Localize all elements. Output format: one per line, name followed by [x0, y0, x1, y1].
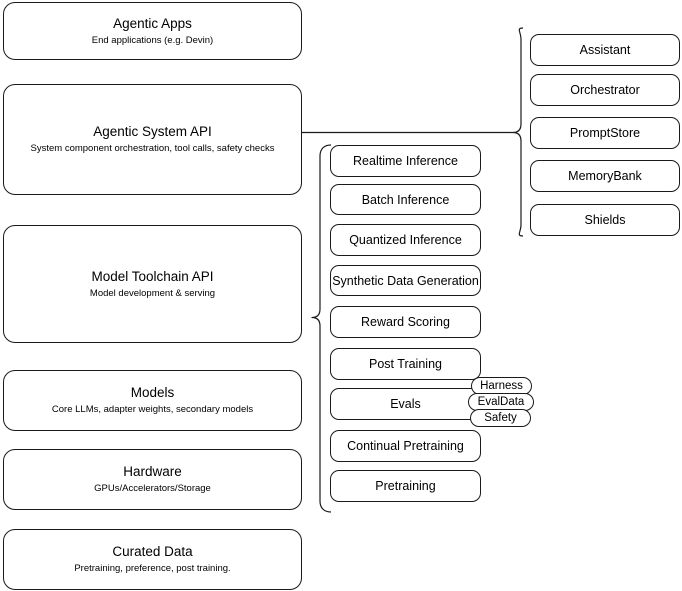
layer-subtitle: System component orchestration, tool cal…	[30, 143, 275, 154]
layer-box-agentic-apps[interactable]: Agentic Apps End applications (e.g. Devi…	[3, 2, 302, 60]
system-components-brace	[512, 27, 524, 237]
layer-title: Models	[130, 385, 175, 400]
layer-box-curated-data[interactable]: Curated Data Pretraining, preference, po…	[3, 529, 302, 590]
toolchain-pill-continual-pretraining[interactable]: Continual Pretraining	[330, 430, 481, 462]
evals-subpill-safety[interactable]: Safety	[470, 409, 531, 427]
layer-box-agentic-system-api[interactable]: Agentic System API System component orch…	[3, 84, 302, 195]
layer-subtitle: Pretraining, preference, post training.	[74, 563, 231, 574]
toolchain-pill-quantized-inference[interactable]: Quantized Inference	[330, 224, 481, 256]
layer-subtitle: End applications (e.g. Devin)	[91, 34, 214, 46]
layer-subtitle: GPUs/Accelerators/Storage	[94, 483, 211, 494]
layer-subtitle: Core LLMs, adapter weights, secondary mo…	[51, 404, 254, 415]
toolchain-pill-reward-scoring[interactable]: Reward Scoring	[330, 306, 481, 338]
layer-box-models[interactable]: Models Core LLMs, adapter weights, secon…	[3, 370, 302, 431]
layer-title: Agentic Apps	[113, 15, 192, 31]
toolchain-pill-post-training[interactable]: Post Training	[330, 348, 481, 380]
toolchain-pill-realtime-inference[interactable]: Realtime Inference	[330, 145, 481, 177]
layer-title: Curated Data	[112, 544, 193, 559]
system-pill-shields[interactable]: Shields	[530, 204, 680, 236]
layer-title: Agentic System API	[93, 124, 212, 139]
toolchain-pill-synthetic-data-generation[interactable]: Synthetic Data Generation	[330, 265, 481, 296]
system-pill-orchestrator[interactable]: Orchestrator	[530, 74, 680, 106]
toolchain-components-brace	[311, 144, 332, 513]
toolchain-pill-evals[interactable]: Evals	[330, 388, 481, 420]
layer-box-model-toolchain-api[interactable]: Model Toolchain API Model development & …	[3, 225, 302, 343]
system-pill-memorybank[interactable]: MemoryBank	[530, 160, 680, 192]
layer-subtitle: Model development & serving	[89, 287, 216, 299]
layer-title: Model Toolchain API	[91, 268, 214, 284]
system-pill-assistant[interactable]: Assistant	[530, 34, 680, 66]
toolchain-pill-pretraining[interactable]: Pretraining	[330, 470, 481, 502]
toolchain-pill-batch-inference[interactable]: Batch Inference	[330, 184, 481, 215]
layer-title: Hardware	[123, 464, 182, 479]
layer-box-hardware[interactable]: Hardware GPUs/Accelerators/Storage	[3, 449, 302, 510]
system-pill-promptstore[interactable]: PromptStore	[530, 117, 680, 149]
